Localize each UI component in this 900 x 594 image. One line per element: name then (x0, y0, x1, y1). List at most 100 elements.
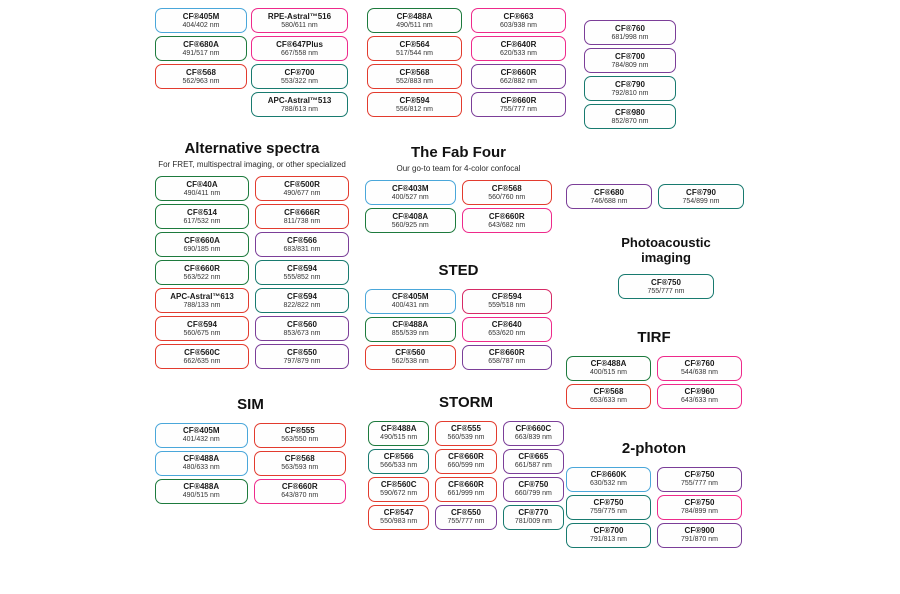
dye-wavelengths: 517/544 nm (396, 49, 433, 57)
dye-wavelengths: 811/738 nm (283, 218, 321, 226)
dye-name: CF®555 (284, 426, 315, 436)
dye-wavelengths: 560/539 nm (447, 434, 485, 442)
dye-name: CF®500R (284, 180, 320, 190)
dye-wavelengths: 658/787 nm (488, 358, 526, 366)
dye-name: CF®564 (399, 39, 430, 49)
dye-wavelengths: 784/899 nm (681, 508, 718, 516)
dye-wavelengths: 643/870 nm (281, 492, 319, 500)
dye-name: CF®555 (451, 424, 481, 434)
dye-name: CF®660R (184, 264, 220, 274)
dye-name: CF®403M (391, 184, 429, 194)
dye-wavelengths: 566/533 nm (380, 462, 418, 470)
section-title-sim: SIM (237, 396, 264, 413)
dye-name: CF®647Plus (276, 39, 323, 49)
dye-name: CF®408A (392, 212, 429, 222)
dye-wavelengths: 490/515 nm (182, 492, 220, 500)
dye-name: CF®666R (284, 208, 320, 218)
dye-name: CF®760 (684, 359, 715, 369)
